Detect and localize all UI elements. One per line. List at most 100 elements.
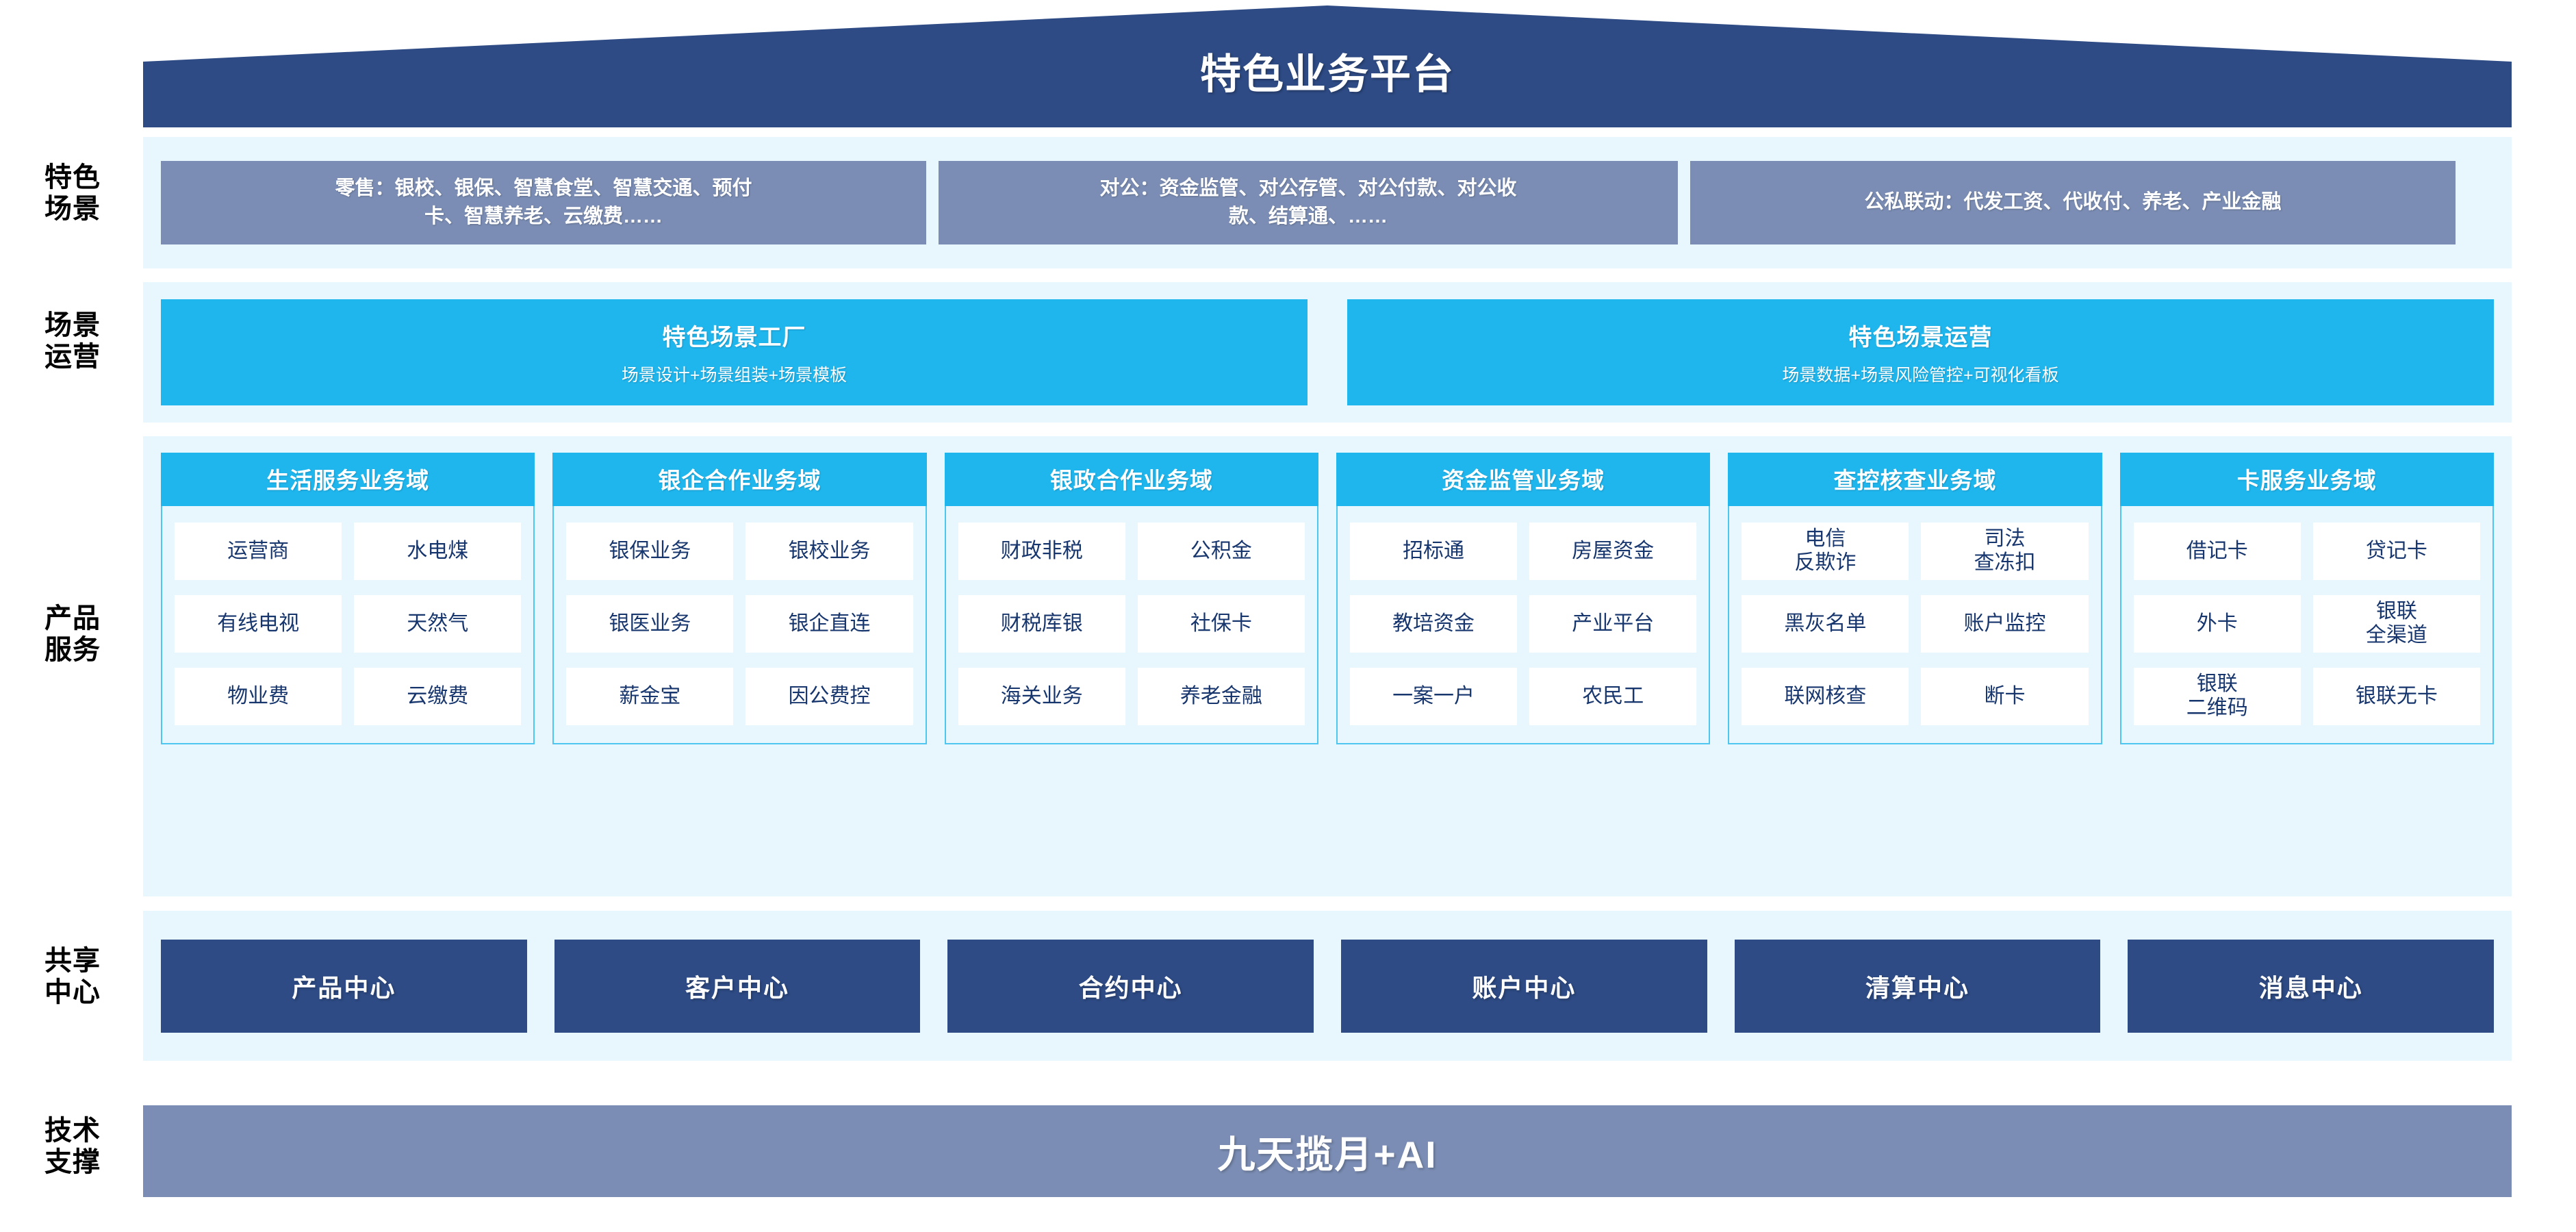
row-label-operations-line2: 运营 xyxy=(44,342,101,373)
chip-line1: 云缴费 xyxy=(407,684,469,707)
product-chip[interactable]: 招标通 xyxy=(1349,523,1518,580)
shared-center-customer[interactable]: 客户中心 xyxy=(554,939,921,1033)
product-chip[interactable]: 银校业务 xyxy=(745,523,913,580)
row-label-tech-support: 技术 支撑 xyxy=(15,1115,130,1179)
operations-band: 特色场景工厂 场景设计+场景组装+场景模板 特色场景运营 场景数据+场景风险管控… xyxy=(143,282,2512,423)
product-chip[interactable]: 云缴费 xyxy=(354,668,522,725)
product-chip[interactable]: 薪金宝 xyxy=(566,668,734,725)
operations-box-scene-factory[interactable]: 特色场景工厂 场景设计+场景组装+场景模板 xyxy=(161,299,1308,405)
product-chip[interactable]: 物业费 xyxy=(175,668,342,725)
product-chip[interactable]: 银医业务 xyxy=(566,595,734,653)
row-label-tech-support-line2: 支撑 xyxy=(44,1147,101,1178)
chip-line1: 产业平台 xyxy=(1572,612,1655,635)
scenario-box-corporate[interactable]: 对公：资金监管、对公存管、对公付款、对公收 款、结算通、…… xyxy=(939,161,1678,244)
shared-center-clearing[interactable]: 清算中心 xyxy=(1734,939,2101,1033)
product-chip[interactable]: 黑灰名单 xyxy=(1742,595,1909,653)
scenario-retail-line1: 零售：银校、银保、智慧食堂、智慧交通、预付 xyxy=(335,177,752,199)
chip-line2: 二维码 xyxy=(2186,696,2248,719)
row-label-operations: 场景 运营 xyxy=(15,310,130,373)
product-chip[interactable]: 产业平台 xyxy=(1529,595,1697,653)
chip-line1: 银联无卡 xyxy=(2355,684,2438,707)
chip-line1: 银联 xyxy=(2196,672,2238,696)
chip-line1: 贷记卡 xyxy=(2365,539,2427,562)
product-chip[interactable]: 财政非税 xyxy=(958,523,1125,580)
shared-center-account[interactable]: 账户中心 xyxy=(1341,939,1707,1033)
product-chip[interactable]: 因公费控 xyxy=(745,668,913,725)
product-chip[interactable]: 银联二维码 xyxy=(2133,668,2301,725)
product-chip[interactable]: 电信反欺诈 xyxy=(1742,523,1909,580)
chip-line1: 银校业务 xyxy=(788,539,871,562)
product-chip[interactable]: 房屋资金 xyxy=(1529,523,1697,580)
domain-column-fund-supervision[interactable]: 资金监管业务域 招标通 房屋资金 教培资金 产业平台 一案一户 农民工 xyxy=(1336,453,1711,744)
product-chip[interactable]: 海关业务 xyxy=(958,668,1125,725)
shared-center-contract[interactable]: 合约中心 xyxy=(947,939,1314,1033)
domain-grid-card-service: 借记卡 贷记卡 外卡 银联全渠道 银联二维码 银联无卡 xyxy=(2121,506,2492,743)
product-chip[interactable]: 农民工 xyxy=(1529,668,1697,725)
chip-line2: 全渠道 xyxy=(2365,624,2427,646)
product-chip[interactable]: 断卡 xyxy=(1921,668,2089,725)
product-chip[interactable]: 养老金融 xyxy=(1137,668,1305,725)
row-label-scenarios: 特色 场景 xyxy=(15,162,130,225)
product-chip[interactable]: 账户监控 xyxy=(1921,595,2089,653)
product-chip[interactable]: 司法查冻扣 xyxy=(1921,523,2089,580)
product-chip[interactable]: 银联无卡 xyxy=(2312,668,2480,725)
domain-column-card-service[interactable]: 卡服务业务域 借记卡 贷记卡 外卡 银联全渠道 银联二维码 银联无卡 xyxy=(2119,453,2494,744)
chip-line1: 黑灰名单 xyxy=(1784,612,1867,635)
row-label-scenarios-line1: 特色 xyxy=(44,162,101,192)
chip-line1: 财税库银 xyxy=(1000,612,1083,635)
product-chip[interactable]: 银联全渠道 xyxy=(2312,595,2480,653)
domain-title-bank-government: 银政合作业务域 xyxy=(944,453,1318,506)
domain-column-bank-government[interactable]: 银政合作业务域 财政非税 公积金 财税库银 社保卡 海关业务 养老金融 xyxy=(944,453,1318,744)
chip-line1: 水电煤 xyxy=(407,539,469,562)
product-chip[interactable]: 借记卡 xyxy=(2133,523,2301,580)
row-label-products-line2: 服务 xyxy=(44,635,101,666)
product-chip[interactable]: 贷记卡 xyxy=(2312,523,2480,580)
scenario-public-private-line1: 公私联动：代发工资、代收付、养老、产业金融 xyxy=(1864,191,2282,214)
scenario-box-retail[interactable]: 零售：银校、银保、智慧食堂、智慧交通、预付 卡、智慧养老、云缴费…… xyxy=(161,161,926,244)
tech-support-bar[interactable]: 九天揽月+AI xyxy=(143,1105,2512,1197)
product-chip[interactable]: 公积金 xyxy=(1137,523,1305,580)
domain-grid-bank-enterprise: 银保业务 银校业务 银医业务 银企直连 薪金宝 因公费控 xyxy=(554,506,925,743)
chip-line1: 招标通 xyxy=(1403,539,1465,562)
domain-column-bank-enterprise[interactable]: 银企合作业务域 银保业务 银校业务 银医业务 银企直连 薪金宝 因公费控 xyxy=(552,453,927,744)
row-label-shared-centers: 共享 中心 xyxy=(15,945,130,1009)
chip-line1: 房屋资金 xyxy=(1572,539,1655,562)
chip-line1: 司法 xyxy=(1984,527,2026,551)
shared-center-product[interactable]: 产品中心 xyxy=(161,939,527,1033)
shared-center-message[interactable]: 消息中心 xyxy=(2128,939,2495,1033)
domain-column-life-service[interactable]: 生活服务业务域 运营商 水电煤 有线电视 天然气 物业费 云缴费 xyxy=(161,453,535,744)
chip-line2: 反欺诈 xyxy=(1794,551,1857,574)
product-chip[interactable]: 联网核查 xyxy=(1742,668,1909,725)
product-chip[interactable]: 运营商 xyxy=(175,523,342,580)
product-chip[interactable]: 天然气 xyxy=(354,595,522,653)
operations-box-scene-operation[interactable]: 特色场景运营 场景数据+场景风险管控+可视化看板 xyxy=(1347,299,2494,405)
product-chip[interactable]: 有线电视 xyxy=(175,595,342,653)
product-chip[interactable]: 银企直连 xyxy=(745,595,913,653)
products-band: 生活服务业务域 运营商 水电煤 有线电视 天然气 物业费 云缴费 银企合作业务域… xyxy=(143,436,2512,896)
row-label-shared-centers-line2: 中心 xyxy=(44,977,101,1008)
product-chip[interactable]: 教培资金 xyxy=(1349,595,1518,653)
product-chip[interactable]: 一案一户 xyxy=(1349,668,1518,725)
chip-line1: 养老金融 xyxy=(1179,684,1262,707)
scene-operation-subtitle: 场景数据+场景风险管控+可视化看板 xyxy=(1782,366,2059,385)
domain-column-investigation-control[interactable]: 查控核查业务域 电信反欺诈 司法查冻扣 黑灰名单 账户监控 联网核查 断卡 xyxy=(1728,453,2102,744)
product-chip[interactable]: 水电煤 xyxy=(354,523,522,580)
chip-line1: 运营商 xyxy=(227,539,290,562)
chip-line1: 有线电视 xyxy=(217,612,300,635)
scenario-corporate-line2: 款、结算通、…… xyxy=(1228,205,1388,227)
chip-line1: 教培资金 xyxy=(1392,612,1475,635)
product-chip[interactable]: 外卡 xyxy=(2133,595,2301,653)
product-chip[interactable]: 社保卡 xyxy=(1137,595,1305,653)
domain-title-life-service: 生活服务业务域 xyxy=(161,453,535,506)
chip-line1: 物业费 xyxy=(227,684,290,707)
product-chip[interactable]: 财税库银 xyxy=(958,595,1125,653)
scenario-box-public-private[interactable]: 公私联动：代发工资、代收付、养老、产业金融 xyxy=(1690,161,2456,244)
domain-grid-fund-supervision: 招标通 房屋资金 教培资金 产业平台 一案一户 农民工 xyxy=(1338,506,1709,743)
product-chip[interactable]: 银保业务 xyxy=(566,523,734,580)
domain-title-fund-supervision: 资金监管业务域 xyxy=(1336,453,1711,506)
domain-title-investigation-control: 查控核查业务域 xyxy=(1728,453,2102,506)
chip-line1: 电信 xyxy=(1805,527,1846,551)
chip-line1: 银保业务 xyxy=(609,539,691,562)
chip-line1: 断卡 xyxy=(1984,684,2026,707)
